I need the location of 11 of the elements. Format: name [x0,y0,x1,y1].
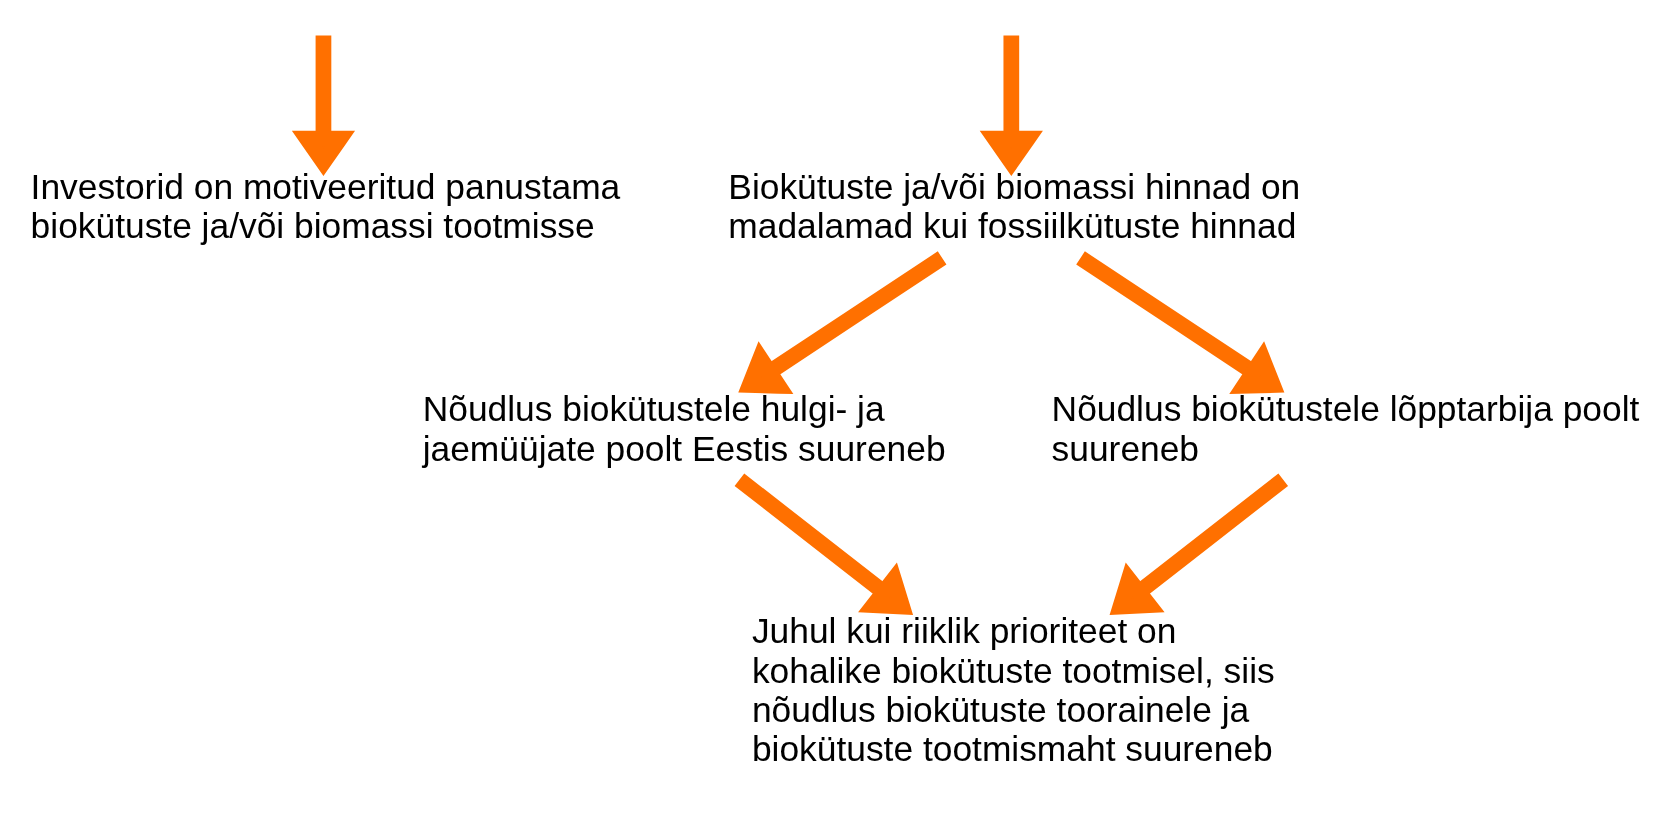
arrow [1076,251,1285,395]
arrow [1109,473,1289,616]
node-text: Juhul kui riiklik prioriteet on kohalike biokütuste tootmisel, siis nõudlus biokütuste toorainele ja biokütuste tootmismaht suureneb [751,611,1275,769]
arrow [979,35,1043,176]
node-text: Nõudlus biokütustele lõpptarbija poolt suureneb [1051,389,1640,468]
arrow [291,35,356,176]
node-text: Nõudlus biokütustele hulgi- ja jaemüüjate poolt Eestis suureneb [422,389,946,468]
node-text: Investorid on motiveeritud panustama biokütuste ja/või biomassi tootmisse [30,167,621,246]
arrow [734,473,914,616]
arrow [738,251,947,395]
node-text: Biokütuste ja/või biomassi hinnad on madalamad kui fossiilkütuste hinnad [728,167,1301,246]
